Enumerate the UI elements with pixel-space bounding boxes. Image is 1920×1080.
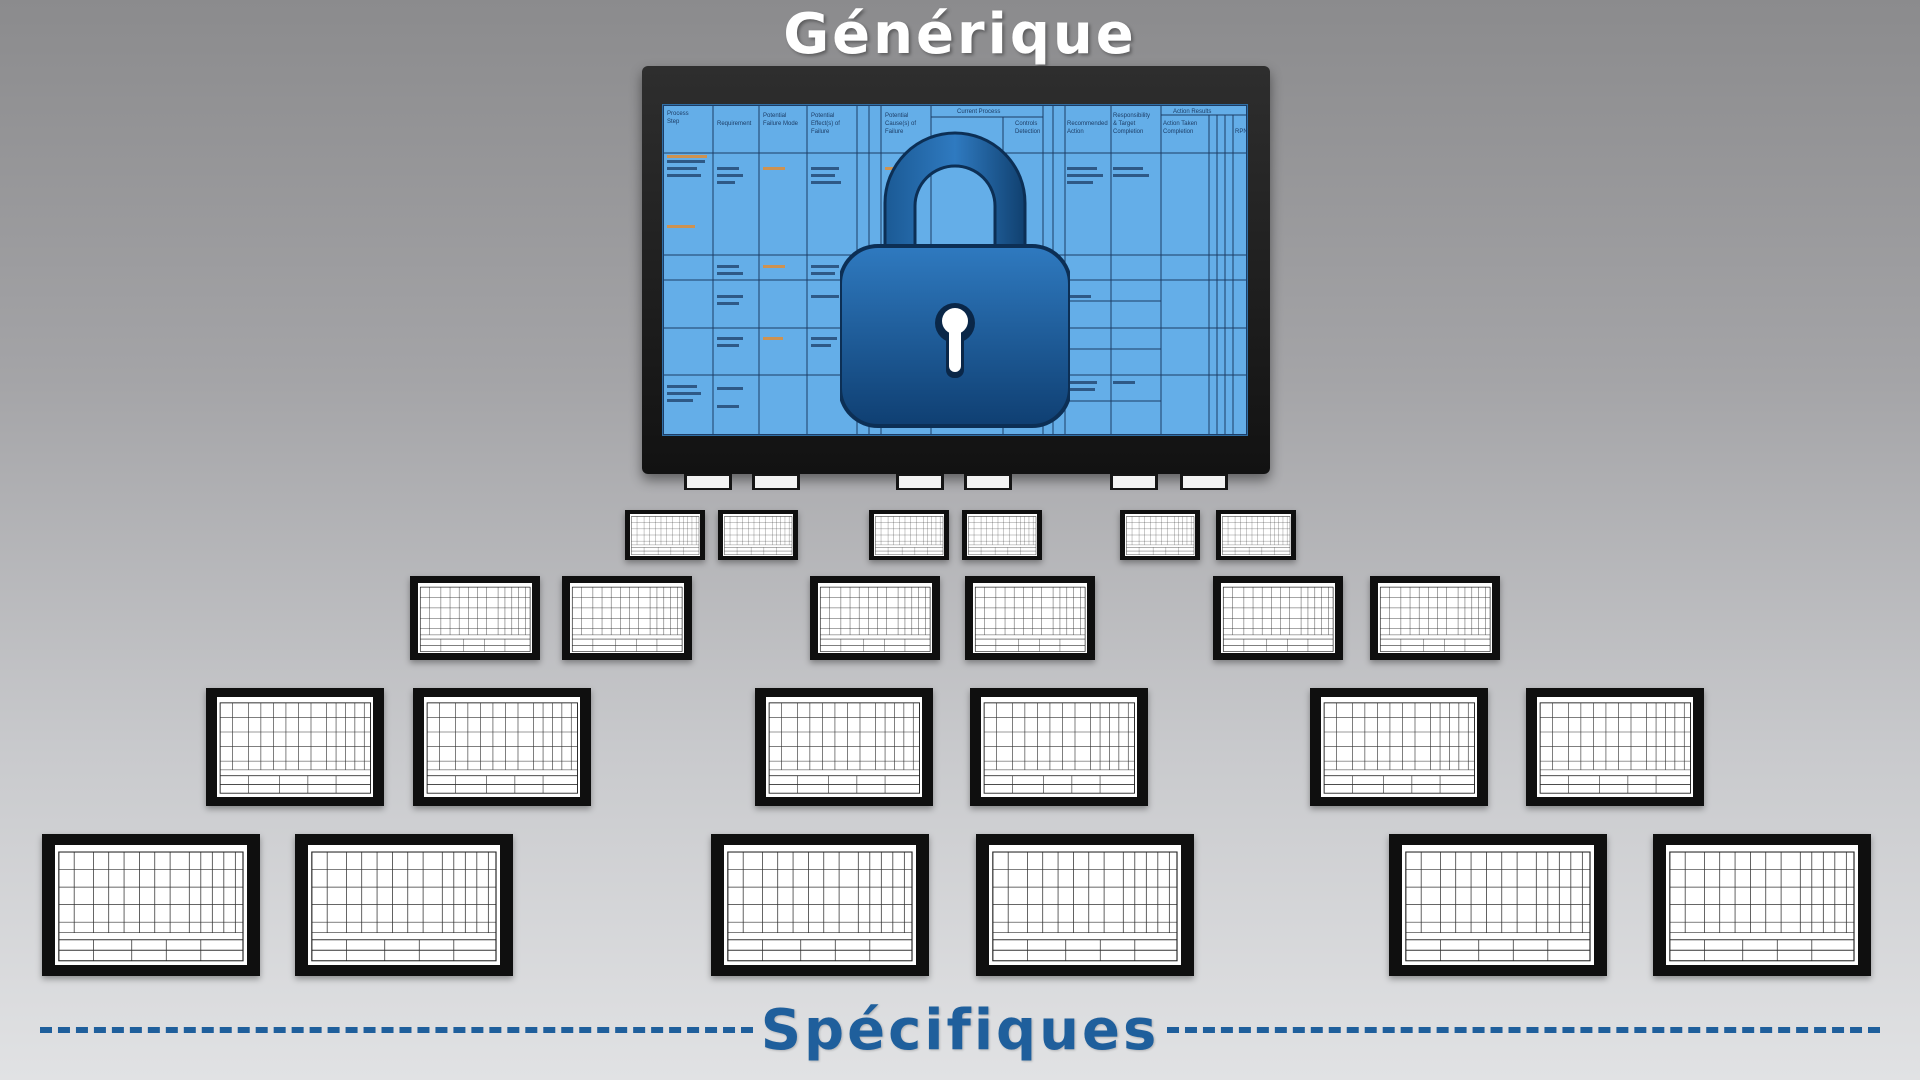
- padlock-icon: [840, 131, 1070, 428]
- specific-fmea-sheet: [629, 514, 701, 556]
- svg-text:Process: Process: [667, 111, 689, 117]
- specific-fmea-sheet: [569, 582, 685, 654]
- specific-fmea-sheet: [1113, 476, 1155, 488]
- dashed-line-right: [1167, 1027, 1880, 1033]
- svg-text:Failure Mode: Failure Mode: [763, 121, 799, 127]
- specific-monitor-level-4-6: [1526, 688, 1704, 806]
- specific-fmea-sheet: [972, 582, 1088, 654]
- specific-monitor-level-3-4: [965, 576, 1095, 660]
- svg-text:Effect(s) of: Effect(s) of: [811, 121, 840, 127]
- specific-monitor-level-1-2: [752, 474, 800, 490]
- svg-text:Potential: Potential: [811, 113, 834, 119]
- specific-fmea-sheet: [1377, 582, 1493, 654]
- svg-text:Failure: Failure: [811, 129, 830, 135]
- specific-fmea-sheet: [55, 845, 247, 965]
- specific-monitor-level-3-1: [410, 576, 540, 660]
- specific-fmea-sheet: [1124, 514, 1196, 556]
- specific-monitor-level-3-3: [810, 576, 940, 660]
- specific-monitor-level-5-4: [976, 834, 1194, 976]
- specific-fmea-sheet: [967, 476, 1009, 488]
- svg-text:Current Process: Current Process: [957, 109, 1000, 115]
- specific-fmea-sheet: [417, 582, 533, 654]
- specific-fmea-sheet: [755, 476, 797, 488]
- specific-monitor-level-5-6: [1653, 834, 1871, 976]
- specifics-title: Spécifiques: [760, 997, 1160, 1063]
- specific-fmea-sheet: [1320, 697, 1478, 797]
- specific-monitor-level-3-6: [1370, 576, 1500, 660]
- specific-fmea-sheet: [423, 697, 581, 797]
- svg-text:Action Taken: Action Taken: [1163, 121, 1197, 127]
- specific-fmea-sheet: [966, 514, 1038, 556]
- specific-monitor-level-2-4: [962, 510, 1042, 560]
- specific-monitor-level-3-2: [562, 576, 692, 660]
- specific-monitor-level-5-5: [1389, 834, 1607, 976]
- specific-fmea-sheet: [765, 697, 923, 797]
- specific-fmea-sheet: [1402, 845, 1594, 965]
- specific-monitor-level-2-3: [869, 510, 949, 560]
- svg-text:Failure: Failure: [885, 129, 904, 135]
- specific-monitor-level-4-4: [970, 688, 1148, 806]
- generic-title: Générique: [783, 2, 1137, 67]
- specific-fmea-sheet: [873, 514, 945, 556]
- svg-text:Responsibility: Responsibility: [1113, 113, 1150, 119]
- specific-fmea-sheet: [1220, 514, 1292, 556]
- svg-text:Controls: Controls: [1015, 121, 1037, 127]
- specific-monitor-level-4-5: [1310, 688, 1488, 806]
- svg-text:Recommended: Recommended: [1067, 121, 1108, 127]
- specific-fmea-sheet: [1220, 582, 1336, 654]
- specific-fmea-sheet: [1183, 476, 1225, 488]
- specific-monitor-level-3-5: [1213, 576, 1343, 660]
- specific-monitor-level-1-4: [964, 474, 1012, 490]
- svg-text:Requirement: Requirement: [717, 121, 752, 127]
- svg-text:Completion: Completion: [1113, 129, 1143, 135]
- svg-text:Action Results: Action Results: [1173, 109, 1211, 115]
- specific-monitor-level-5-1: [42, 834, 260, 976]
- specific-monitor-level-1-1: [684, 474, 732, 490]
- specific-fmea-sheet: [722, 514, 794, 556]
- specific-monitor-level-2-5: [1120, 510, 1200, 560]
- svg-text:Cause(s) of: Cause(s) of: [885, 121, 916, 127]
- specific-fmea-sheet: [216, 697, 374, 797]
- specific-fmea-sheet: [817, 582, 933, 654]
- specific-fmea-sheet: [687, 476, 729, 488]
- specific-monitor-level-5-2: [295, 834, 513, 976]
- specific-monitor-level-4-2: [413, 688, 591, 806]
- specific-fmea-sheet: [724, 845, 916, 965]
- specific-fmea-sheet: [1536, 697, 1694, 797]
- specific-monitor-level-4-3: [755, 688, 933, 806]
- specific-fmea-sheet: [989, 845, 1181, 965]
- svg-text:Action: Action: [1067, 129, 1084, 135]
- specific-monitor-level-2-2: [718, 510, 798, 560]
- dashed-line-left: [40, 1027, 753, 1033]
- svg-text:Step: Step: [667, 119, 680, 125]
- specific-fmea-sheet: [899, 476, 941, 488]
- specific-fmea-sheet: [1666, 845, 1858, 965]
- specific-fmea-sheet: [308, 845, 500, 965]
- svg-text:& Target: & Target: [1113, 121, 1136, 127]
- specific-monitor-level-4-1: [206, 688, 384, 806]
- specific-monitor-level-2-6: [1216, 510, 1296, 560]
- svg-text:Potential: Potential: [763, 113, 786, 119]
- specifics-footer: Spécifiques: [40, 995, 1880, 1065]
- specific-fmea-sheet: [980, 697, 1138, 797]
- svg-text:Potential: Potential: [885, 113, 908, 119]
- specific-monitor-level-5-3: [711, 834, 929, 976]
- svg-text:RPN: RPN: [1235, 129, 1247, 135]
- specific-monitor-level-1-5: [1110, 474, 1158, 490]
- specific-monitor-level-2-1: [625, 510, 705, 560]
- svg-text:Completion: Completion: [1163, 129, 1193, 135]
- specific-monitor-level-1-3: [896, 474, 944, 490]
- specific-monitor-level-1-6: [1180, 474, 1228, 490]
- svg-text:Detection: Detection: [1015, 129, 1040, 135]
